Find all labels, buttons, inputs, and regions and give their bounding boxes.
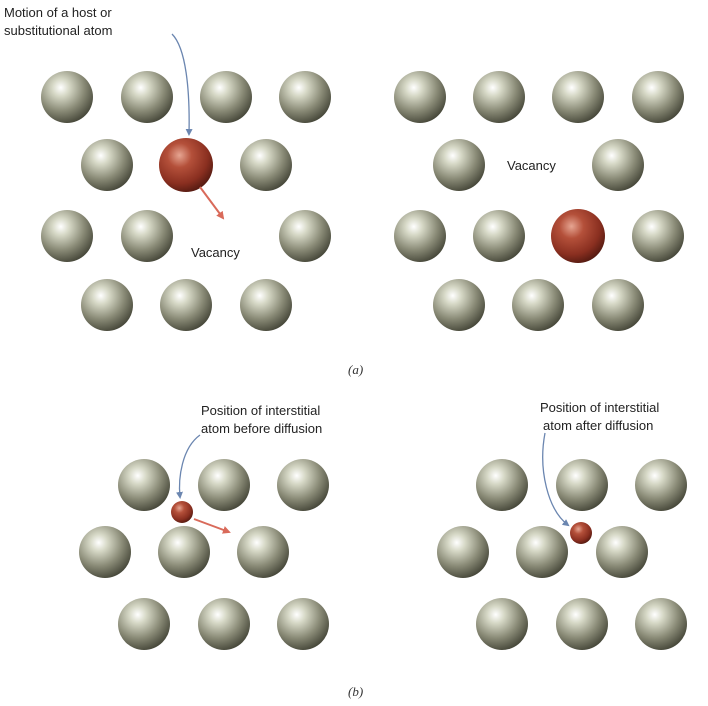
host-atom — [81, 139, 133, 191]
host-atom — [556, 598, 608, 650]
interstitial-motion-arrow — [193, 518, 231, 534]
host-atom — [279, 71, 331, 123]
host-atom — [118, 459, 170, 511]
host-atom — [118, 598, 170, 650]
host-atom — [632, 210, 684, 262]
host-atom — [240, 139, 292, 191]
panel-b-after-lattice — [437, 459, 687, 650]
host-atom — [473, 210, 525, 262]
panel-b-before-lattice — [79, 459, 329, 650]
host-atom — [473, 71, 525, 123]
panel-a-before-lattice — [41, 71, 331, 331]
host-atom — [552, 71, 604, 123]
host-atom — [394, 71, 446, 123]
host-atom — [394, 210, 446, 262]
host-atom — [476, 459, 528, 511]
substitutional-atom — [159, 138, 213, 192]
host-atom — [556, 459, 608, 511]
interstitial-after-leader-line — [542, 432, 570, 527]
interstitial-before-label-line2: atom before diffusion — [201, 421, 322, 436]
interstitial-after-label-line2: atom after diffusion — [543, 418, 653, 433]
host-atom — [516, 526, 568, 578]
host-atom — [198, 459, 250, 511]
host-atom — [635, 459, 687, 511]
interstitial-before-leader-line — [175, 434, 201, 499]
host-atom — [433, 279, 485, 331]
motion-label-line1: Motion of a host or — [4, 5, 112, 20]
host-atom — [200, 71, 252, 123]
host-atom — [512, 279, 564, 331]
interstitial-after-label-line1: Position of interstitial — [540, 400, 659, 415]
host-atom — [592, 139, 644, 191]
host-atom — [596, 526, 648, 578]
host-atom — [41, 210, 93, 262]
host-atom — [160, 279, 212, 331]
interstitial-atom — [570, 522, 592, 544]
host-atom — [198, 598, 250, 650]
host-atom — [237, 526, 289, 578]
host-atom — [79, 526, 131, 578]
host-atom — [635, 598, 687, 650]
host-atom — [592, 279, 644, 331]
host-atom — [121, 71, 173, 123]
interstitial-before-label-line1: Position of interstitial — [201, 403, 320, 418]
host-atom — [476, 598, 528, 650]
host-atom — [121, 210, 173, 262]
motion-arrow — [199, 186, 225, 220]
host-atom — [437, 526, 489, 578]
caption-a: (a) — [348, 362, 363, 377]
interstitial-atom — [171, 501, 193, 523]
host-atom — [632, 71, 684, 123]
host-atom — [41, 71, 93, 123]
host-atom — [240, 279, 292, 331]
motion-leader-line — [171, 33, 193, 136]
host-atom — [81, 279, 133, 331]
host-atom — [433, 139, 485, 191]
motion-label-line2: substitutional atom — [4, 23, 112, 38]
host-atom — [277, 598, 329, 650]
substitutional-atom — [551, 209, 605, 263]
host-atom — [279, 210, 331, 262]
panel-a-after-lattice — [394, 71, 684, 331]
host-atom — [277, 459, 329, 511]
vacancy-label-before: Vacancy — [191, 245, 240, 260]
vacancy-label-after: Vacancy — [507, 158, 556, 173]
caption-b: (b) — [348, 684, 363, 699]
host-atom — [158, 526, 210, 578]
